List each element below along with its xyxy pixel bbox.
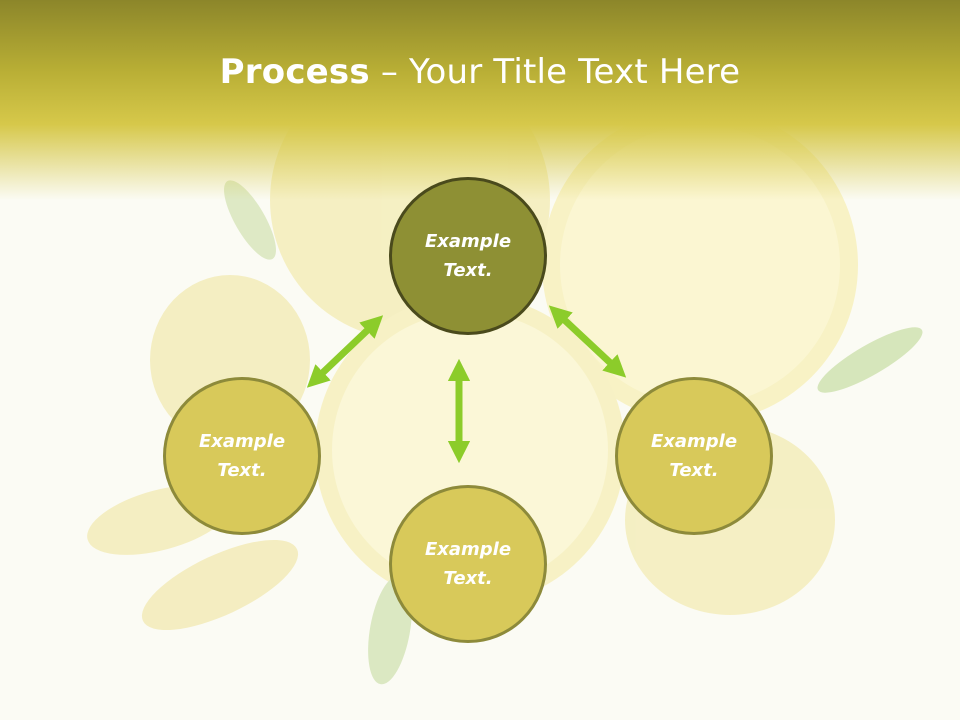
process-node-left[interactable]: Example Text. — [163, 377, 321, 535]
arrow-center-left — [306, 315, 384, 388]
lemon-wedge-bottom-left — [141, 539, 299, 631]
title-rest: Your Title Text Here — [409, 52, 741, 92]
arrow-center-right — [548, 305, 627, 378]
node-bottom-text: Example Text. — [424, 539, 512, 589]
process-node-center[interactable]: Example Text. — [389, 177, 547, 335]
leaf-left — [224, 180, 276, 260]
node-left-text: Example Text. — [198, 431, 286, 481]
process-node-right[interactable]: Example Text. — [615, 377, 773, 535]
title-bold: Process — [219, 52, 370, 92]
slide-title: Process – Your Title Text Here — [0, 52, 960, 92]
leaf-right — [817, 327, 923, 393]
node-center-text: Example Text. — [424, 231, 512, 281]
node-right-text: Example Text. — [650, 431, 738, 481]
process-node-bottom[interactable]: Example Text. — [389, 485, 547, 643]
title-band — [0, 0, 960, 200]
title-separator: – — [369, 52, 410, 92]
